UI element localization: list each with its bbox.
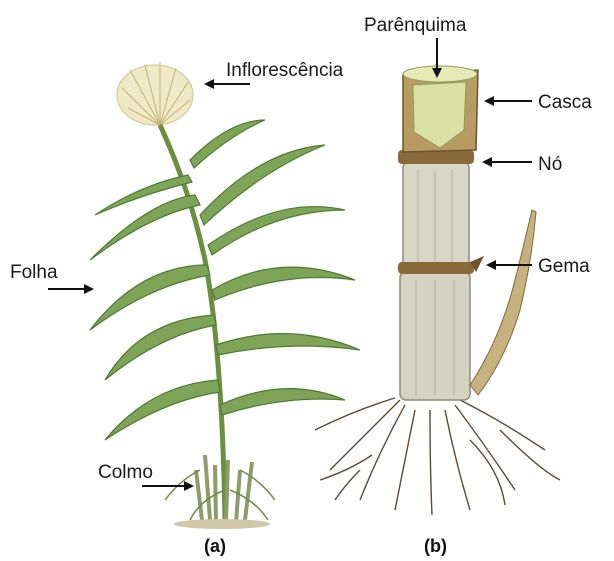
label-parenquima-text: Parênquima (364, 15, 467, 36)
leaf (208, 207, 345, 255)
caption-b: (b) (424, 536, 447, 556)
label-gema-text: Gema (538, 256, 590, 277)
node-band (398, 262, 474, 274)
upper-internode (403, 162, 469, 268)
label-inflorescencia: Inflorescência (204, 60, 344, 89)
leaf (105, 315, 216, 380)
label-casca-text: Casca (538, 92, 592, 113)
leaf (190, 120, 265, 168)
leaf (220, 389, 345, 415)
label-no-text: Nó (538, 154, 562, 175)
inflorescence-plume (117, 62, 193, 125)
label-inflorescencia-text: Inflorescência (226, 60, 344, 81)
caption-a: (a) (204, 536, 226, 556)
label-folha: Folha (10, 262, 94, 294)
leaf (90, 195, 200, 260)
leaf (216, 334, 360, 355)
plant-illustration (90, 62, 360, 529)
label-casca: Casca (484, 92, 592, 113)
leaf (212, 267, 355, 300)
leaf (105, 380, 220, 440)
label-colmo-text: Colmo (98, 462, 153, 483)
label-gema: Gema (486, 256, 590, 277)
root-system (315, 398, 560, 515)
label-folha-text: Folha (10, 262, 58, 283)
label-no: Nó (482, 154, 562, 175)
leaves (90, 120, 360, 440)
side-shoot (470, 210, 536, 395)
label-colmo: Colmo (98, 462, 194, 491)
stalk-illustration (315, 66, 560, 515)
